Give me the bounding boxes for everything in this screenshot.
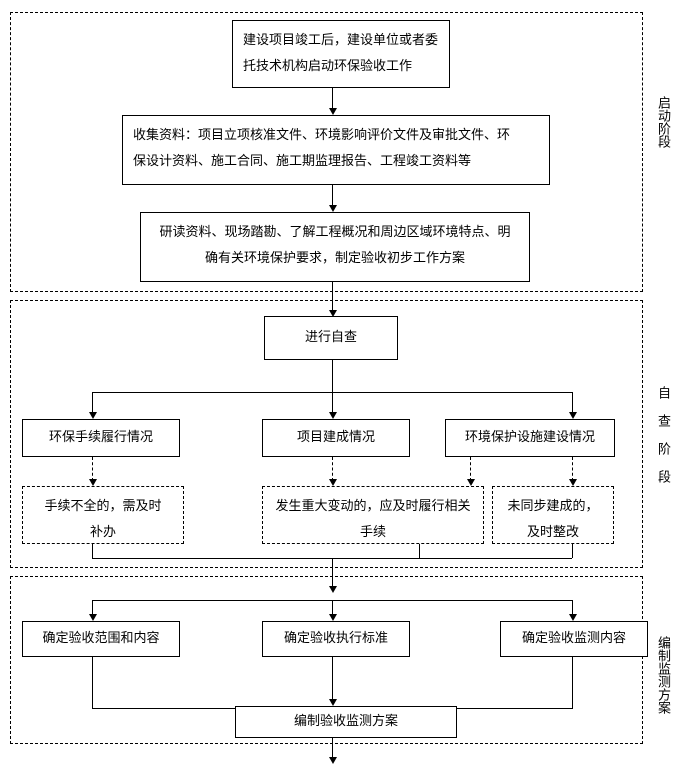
connector-collect-to-study <box>332 185 333 207</box>
arrowhead-merge-to-compile <box>329 699 337 706</box>
connector-selfcheck-to-middle <box>332 392 333 414</box>
node-execution-standard: 确定验收执行标准 <box>262 621 410 657</box>
arrowhead-facility-to-notsync <box>569 479 577 486</box>
arrowhead-completion-to-majorchange <box>329 479 337 486</box>
node-env-procedure-status: 环保手续履行情况 <box>22 419 180 457</box>
node-env-procedure-status-text: 环保手续履行情况 <box>48 430 153 445</box>
phase-self-check-container <box>10 300 643 568</box>
node-incomplete-procedure-text: 手续不全的，需及时 补办 <box>44 499 162 540</box>
node-incomplete-procedure: 手续不全的，需及时 补办 <box>22 486 184 544</box>
node-major-change: 发生重大变动的，应及时履行相关 手续 <box>262 486 484 544</box>
node-study-materials: 研读资料、现场踏勘、了解工程概况和周边区域环境特点、明 确有关环境保护要求，制定… <box>140 212 530 282</box>
phase-startup-container <box>10 12 643 292</box>
node-project-completion-status: 项目建成情况 <box>262 419 410 457</box>
node-start-project-text: 建设项目竣工后，建设单位或者委 托技术机构启动环保验收工作 <box>243 33 439 74</box>
node-collect-materials: 收集资料：项目立项核准文件、环境影响评价文件及审批文件、环 保设计资料、施工合同… <box>122 115 550 185</box>
node-monitoring-content-text: 确定验收监测内容 <box>521 631 626 646</box>
connector-phase3-to-right <box>572 600 573 616</box>
phase-monitoring-plan-label: 编制监测方案 <box>655 636 670 714</box>
node-start-project: 建设项目竣工后，建设单位或者委 托技术机构启动环保验收工作 <box>232 20 450 88</box>
arrowhead-phase1-to-phase2 <box>329 310 337 317</box>
connector-selfcheck-down <box>332 360 333 392</box>
connector-majorchange-down <box>419 544 420 558</box>
arrowhead-start-to-collect <box>329 108 337 115</box>
node-env-facility-status-text: 环境保护设施建设情况 <box>464 430 595 445</box>
arrowhead-collect-to-study <box>329 205 337 212</box>
connector-procedure-to-incomplete <box>92 457 93 481</box>
node-not-synchronized-text: 未同步建成的， 及时整改 <box>507 499 599 540</box>
node-study-materials-text: 研读资料、现场踏勘、了解工程概况和周边区域环境特点、明 确有关环境保护要求，制定… <box>159 225 511 266</box>
connector-start-to-collect <box>332 88 333 110</box>
node-monitoring-content: 确定验收监测内容 <box>500 621 648 657</box>
arrowhead-phase3-to-left <box>89 614 97 621</box>
arrowhead-selfcheck-to-middle <box>329 412 337 419</box>
phase-startup-label: 启动阶段 <box>655 96 670 148</box>
arrowhead-phase2-to-phase3 <box>329 586 337 593</box>
arrowhead-phase3-to-right <box>569 614 577 621</box>
node-execution-standard-text: 确定验收执行标准 <box>283 631 388 646</box>
connector-phase1-to-phase2 <box>332 282 333 312</box>
node-env-facility-status: 环境保护设施建设情况 <box>445 419 615 457</box>
connector-phase3-to-left <box>92 600 93 616</box>
node-major-change-text: 发生重大变动的，应及时履行相关 手续 <box>275 499 471 540</box>
node-not-synchronized: 未同步建成的， 及时整改 <box>492 486 614 544</box>
connector-incomplete-down <box>92 544 93 558</box>
connector-scope-down <box>92 657 93 709</box>
connector-completion-to-majorchange <box>332 457 333 481</box>
connector-facility-to-majorchange <box>470 457 471 481</box>
node-compile-plan-text: 编制验收监测方案 <box>293 714 398 729</box>
arrowhead-facility-to-majorchange <box>467 479 475 486</box>
connector-phase3-exit <box>332 738 333 760</box>
node-compile-plan: 编制验收监测方案 <box>235 706 457 738</box>
node-conduct-self-check-text: 进行自查 <box>304 330 357 345</box>
arrowhead-procedure-to-incomplete <box>89 479 97 486</box>
arrowhead-selfcheck-to-left <box>89 412 97 419</box>
phase-self-check-label: 自 查 阶 段 <box>655 385 670 483</box>
node-collect-materials-text: 收集资料：项目立项核准文件、环境影响评价文件及审批文件、环 保设计资料、施工合同… <box>133 128 511 169</box>
connector-notsync-down <box>572 544 573 558</box>
node-scope-content: 确定验收范围和内容 <box>22 621 180 657</box>
connector-phase3-to-middle <box>332 600 333 616</box>
connector-selfcheck-to-right <box>572 392 573 414</box>
connector-monitoring-down <box>572 657 573 709</box>
arrowhead-selfcheck-to-right <box>569 412 577 419</box>
node-project-completion-status-text: 项目建成情况 <box>296 430 375 445</box>
connector-facility-to-notsync <box>572 457 573 481</box>
arrowhead-phase3-exit <box>329 757 337 764</box>
connector-merge-to-compile <box>332 657 333 701</box>
connector-selfcheck-to-left <box>92 392 93 414</box>
phase-monitoring-plan-container <box>10 576 643 744</box>
connector-phase2-to-phase3 <box>332 558 333 588</box>
node-scope-content-text: 确定验收范围和内容 <box>42 631 160 646</box>
arrowhead-phase3-to-middle <box>329 614 337 621</box>
node-conduct-self-check: 进行自查 <box>264 316 398 360</box>
